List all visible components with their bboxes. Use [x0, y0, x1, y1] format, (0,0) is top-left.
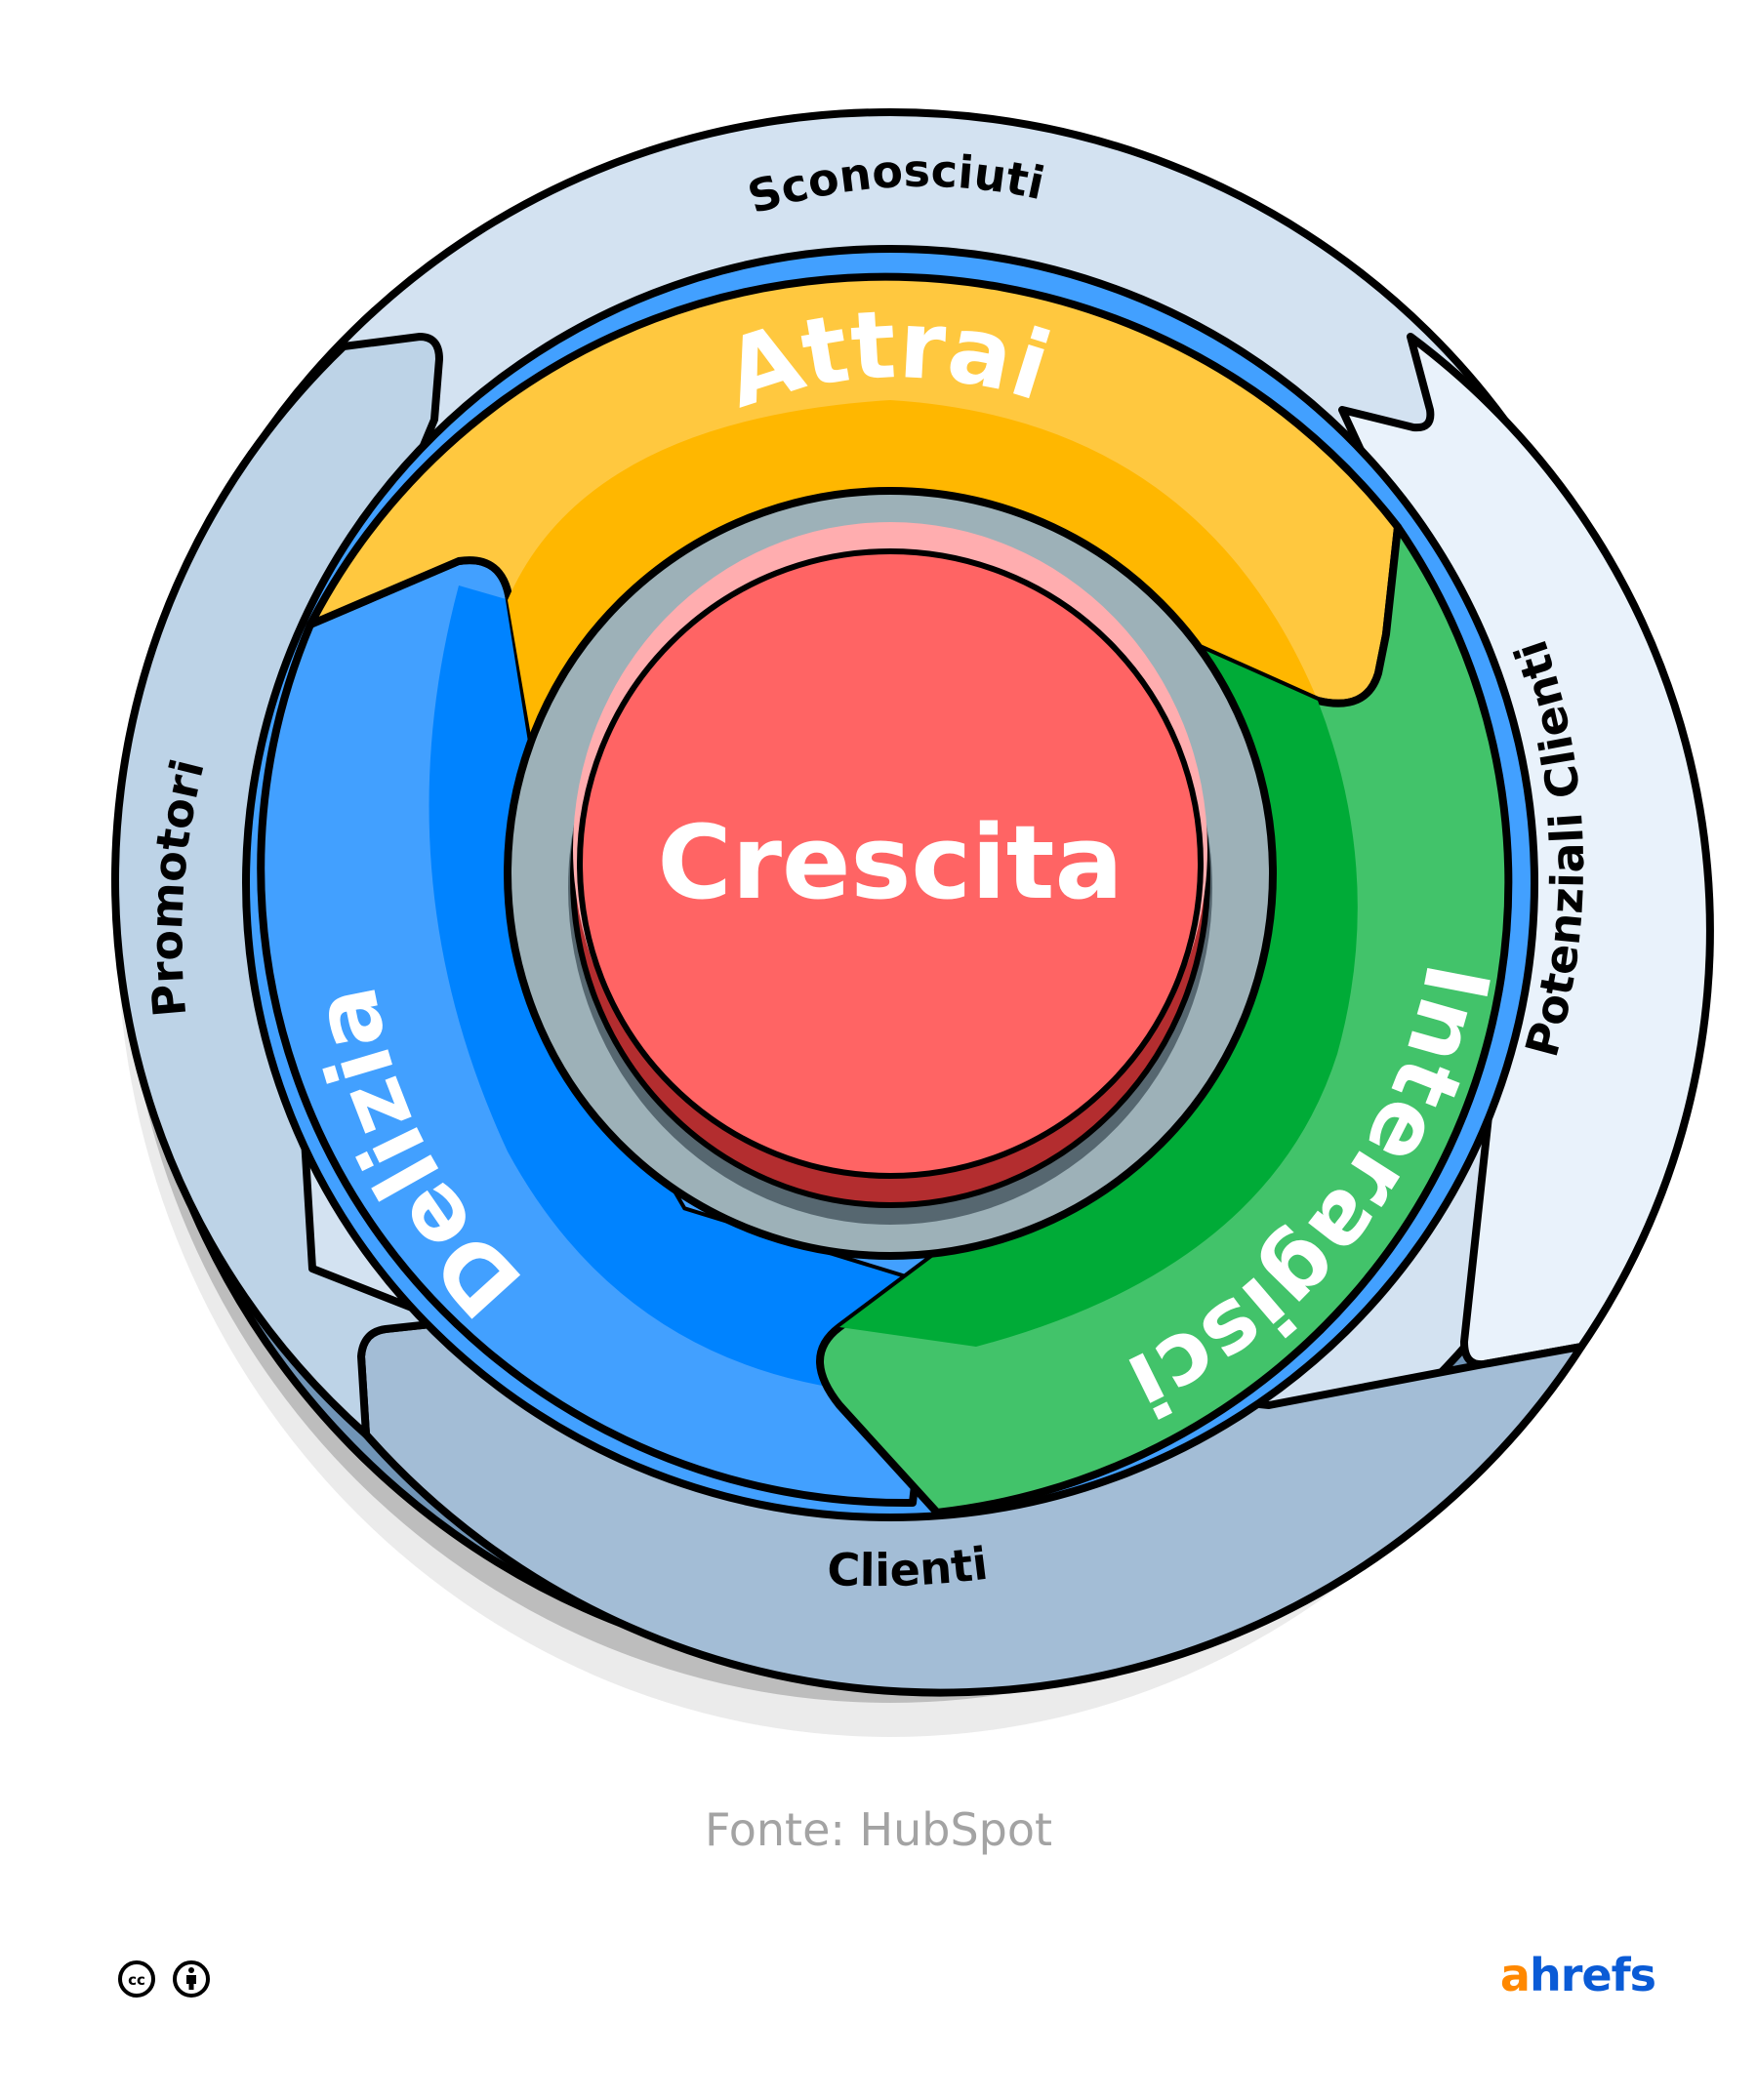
attribution-icon[interactable] — [172, 1959, 211, 1999]
license-badges: cc — [117, 1959, 211, 1999]
logo-accent: a — [1499, 1949, 1531, 2001]
center-label: Crescita — [657, 803, 1123, 922]
svg-text:cc: cc — [128, 1971, 145, 1989]
stage-delizia-inner — [429, 586, 937, 1395]
cc-icon[interactable]: cc — [117, 1959, 156, 1999]
ring-label-clienti: Clienti — [826, 1537, 990, 1596]
source-caption: Fonte: HubSpot — [704, 1803, 1053, 1856]
ahrefs-logo[interactable]: ahrefs — [1499, 1949, 1656, 2001]
logo-rest: hrefs — [1529, 1949, 1656, 2001]
center-button-top — [577, 548, 1204, 1179]
flywheel-diagram: Crescita Attrai Interagisci Delizia Scon… — [111, 108, 1714, 1737]
